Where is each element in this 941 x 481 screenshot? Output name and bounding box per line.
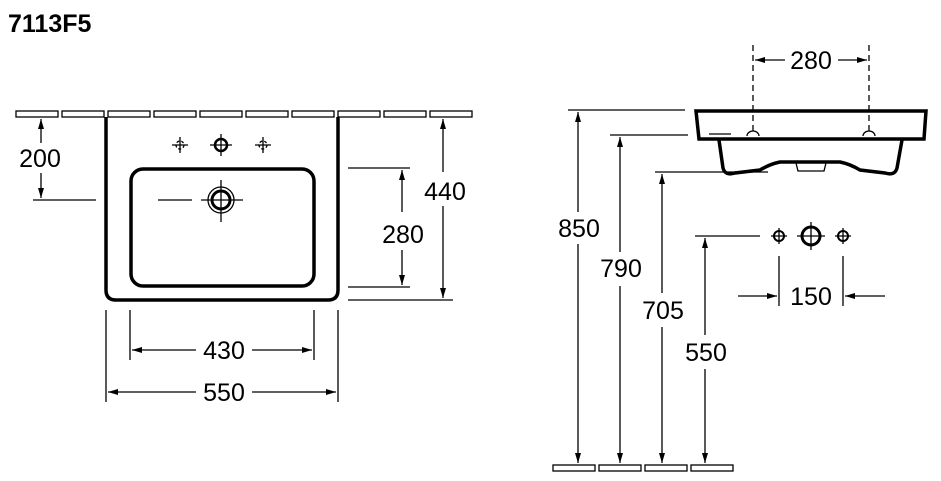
tile xyxy=(107,110,151,118)
dim-430-label: 430 xyxy=(203,337,245,365)
dim-790-label: 790 xyxy=(600,255,642,283)
tile xyxy=(337,110,381,118)
dim-850-label: 850 xyxy=(558,215,600,243)
tile xyxy=(690,464,734,472)
tap-hole-left-icon xyxy=(771,228,787,244)
basin-side-outline xyxy=(694,109,928,141)
dim-440-label: 440 xyxy=(424,178,466,206)
tile xyxy=(199,110,243,118)
dim-550-height-label: 550 xyxy=(685,339,727,367)
tap-hole-right-icon xyxy=(255,137,271,153)
basin-underside xyxy=(717,139,904,176)
tile xyxy=(291,110,335,118)
tap-hole-center-icon xyxy=(210,134,232,156)
drain-icon xyxy=(158,180,243,222)
tap-hole-left-icon xyxy=(172,137,188,153)
dim-280-top-label: 280 xyxy=(790,47,832,75)
floor-tiles xyxy=(552,464,734,472)
tile xyxy=(153,110,197,118)
tap-hole-right-icon xyxy=(835,228,851,244)
dim-150-label: 150 xyxy=(790,283,832,311)
side-view: 280 850 790 705 550 150 xyxy=(552,45,928,472)
model-number: 7113F5 xyxy=(8,10,92,38)
tile xyxy=(429,110,473,118)
wall-tiles xyxy=(15,110,473,118)
tile xyxy=(598,464,642,472)
tile xyxy=(383,110,427,118)
tile xyxy=(15,110,59,118)
basin-outline xyxy=(104,117,340,302)
dim-200-label: 200 xyxy=(19,145,61,173)
dim-280-label: 280 xyxy=(382,221,424,249)
tile xyxy=(552,464,596,472)
tile xyxy=(644,464,688,472)
front-view: 200 280 440 430 550 xyxy=(15,110,473,407)
tap-hole-center-icon xyxy=(797,222,825,250)
dim-705-label: 705 xyxy=(642,297,684,325)
tile xyxy=(245,110,289,118)
dim-550-label: 550 xyxy=(203,379,245,407)
bowl-outline xyxy=(129,167,316,288)
tile xyxy=(61,110,105,118)
